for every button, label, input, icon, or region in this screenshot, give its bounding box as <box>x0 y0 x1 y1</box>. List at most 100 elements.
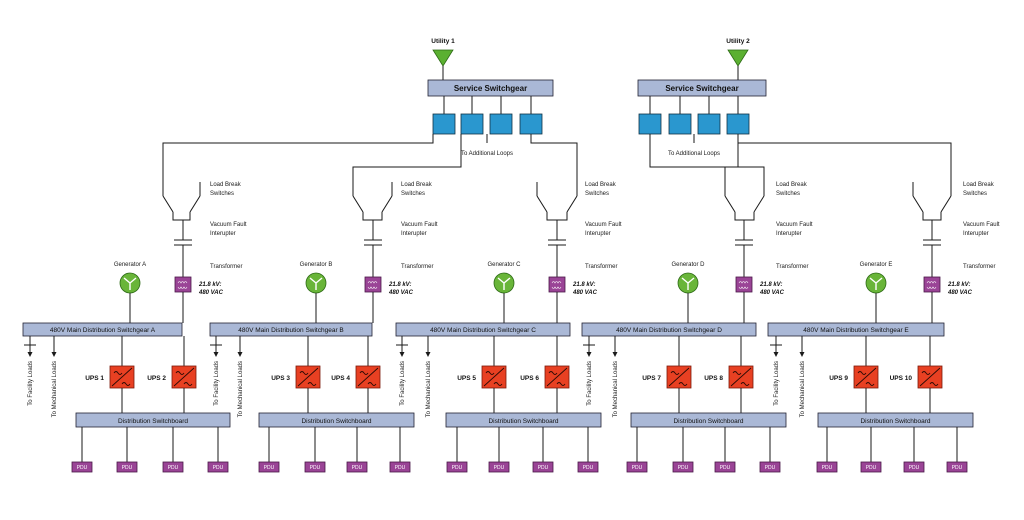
loop-wire <box>352 134 462 182</box>
loop-wire <box>530 134 578 182</box>
voltage-ratio-label: 480 VAC <box>572 290 598 296</box>
distribution-switchboard[interactable] <box>817 412 974 428</box>
vfi-label: Interupter <box>401 231 427 237</box>
load-break-switch <box>912 195 924 213</box>
load-break-label: Load Break <box>776 182 808 188</box>
ups-label: UPS 4 <box>331 375 350 382</box>
mechanical-loads-label: To Mechanical Loads <box>613 361 619 417</box>
loop-wire <box>724 143 739 182</box>
transformer-coil-icon <box>551 281 562 289</box>
load-break-label: Switches <box>963 191 987 197</box>
pdu[interactable] <box>946 461 968 473</box>
main-switchgear[interactable] <box>22 322 183 337</box>
pdu-label: PDU <box>678 465 689 471</box>
transformer-icon <box>923 276 941 293</box>
pdu[interactable] <box>577 461 599 473</box>
inverter-icon <box>173 367 195 387</box>
circuit-breaker[interactable] <box>432 113 456 135</box>
load-break-label: Switches <box>401 191 425 197</box>
pdu[interactable] <box>488 461 510 473</box>
pdu[interactable] <box>532 461 554 473</box>
circuit-breaker[interactable] <box>726 113 750 135</box>
pdu-label: PDU <box>310 465 321 471</box>
pdu-label: PDU <box>213 465 224 471</box>
circuit-breaker[interactable] <box>460 113 484 135</box>
switch-tie <box>172 212 191 221</box>
pdu[interactable] <box>446 461 468 473</box>
transformer-coil-icon <box>367 281 378 289</box>
generator-wye-icon <box>869 277 883 290</box>
inverter-icon <box>357 367 379 387</box>
vfi-label: Interupter <box>210 231 236 237</box>
pdu[interactable] <box>860 461 882 473</box>
distribution-switchboard[interactable] <box>445 412 602 428</box>
loop-wire <box>649 134 765 182</box>
vfi-label: Interupter <box>776 231 802 237</box>
pdu[interactable] <box>71 461 93 473</box>
pdu[interactable] <box>116 461 138 473</box>
pdu[interactable] <box>162 461 184 473</box>
pdu-label: PDU <box>866 465 877 471</box>
voltage-ratio-label: 21.8 kV: <box>198 282 221 288</box>
circuit-breaker[interactable] <box>668 113 692 135</box>
pdu-label: PDU <box>264 465 275 471</box>
antenna-triangle-icon <box>432 49 454 67</box>
pdu[interactable] <box>346 461 368 473</box>
pdu[interactable] <box>389 461 411 473</box>
vfi-label: Vacuum Fault <box>585 222 622 228</box>
generator-wye-icon <box>681 277 695 290</box>
pdu[interactable] <box>672 461 694 473</box>
mechanical-loads-label: To Mechanical Loads <box>800 361 806 417</box>
pdu[interactable] <box>714 461 736 473</box>
distribution-switchboard-label: Distribution Switchboard <box>301 418 371 425</box>
pdu-label: PDU <box>765 465 776 471</box>
load-break-switch <box>940 195 952 213</box>
ups-label: UPS 7 <box>642 375 661 382</box>
additional-loops-label: To Additional Loops <box>461 151 513 157</box>
distribution-switchboard[interactable] <box>75 412 231 428</box>
pdu[interactable] <box>903 461 925 473</box>
pdu[interactable] <box>258 461 280 473</box>
distribution-switchboard-label: Distribution Switchboard <box>118 418 188 425</box>
main-switchgear[interactable] <box>209 322 373 337</box>
pdu-label: PDU <box>122 465 133 471</box>
pdu[interactable] <box>759 461 781 473</box>
circuit-breaker[interactable] <box>697 113 721 135</box>
main-switchgear[interactable] <box>767 322 945 337</box>
facility-loads-label: To Facility Loads <box>587 361 593 406</box>
main-switchgear-label: 480V Main Distribution Switchgear C <box>430 327 536 334</box>
circuit-breaker[interactable] <box>519 113 543 135</box>
pdu-label: PDU <box>583 465 594 471</box>
vfi-label: Interupter <box>585 231 611 237</box>
transformer-icon <box>548 276 566 293</box>
pdu[interactable] <box>207 461 229 473</box>
inverter-icon <box>730 367 752 387</box>
load-break-label: Load Break <box>585 182 617 188</box>
main-switchgear-label: 480V Main Distribution Switchgear B <box>238 327 344 334</box>
ups-label: UPS 3 <box>271 375 290 382</box>
mechanical-loads-label: To Mechanical Loads <box>52 361 58 417</box>
circuit-breaker[interactable] <box>489 113 513 135</box>
arrow-down-icon <box>51 352 57 357</box>
arrow-down-icon <box>799 352 805 357</box>
load-break-switch <box>566 195 578 213</box>
distribution-switchboard[interactable] <box>630 412 787 428</box>
arrow-down-icon <box>237 352 243 357</box>
ups-label: UPS 1 <box>85 375 104 382</box>
circuit-breaker[interactable] <box>638 113 662 135</box>
switch-tie <box>734 212 755 221</box>
pdu[interactable] <box>626 461 648 473</box>
load-break-label: Switches <box>210 191 234 197</box>
transformer-coil-icon <box>177 281 188 289</box>
distribution-switchboard[interactable] <box>258 412 415 428</box>
arrow-down-icon <box>612 352 618 357</box>
pdu[interactable] <box>816 461 838 473</box>
main-switchgear[interactable] <box>395 322 571 337</box>
main-switchgear[interactable] <box>581 322 757 337</box>
pdu[interactable] <box>304 461 326 473</box>
loop-wire <box>162 134 434 182</box>
pdu-label: PDU <box>632 465 643 471</box>
